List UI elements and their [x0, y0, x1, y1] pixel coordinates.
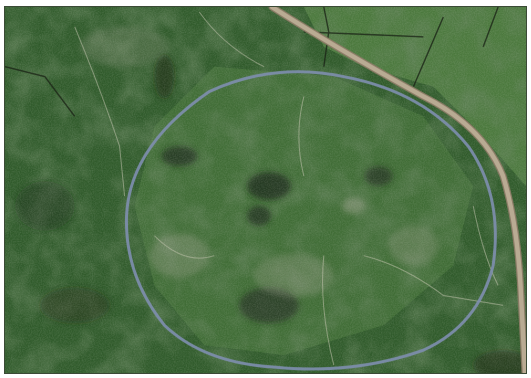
field-walls [5, 7, 499, 117]
satellite-map-frame [4, 6, 527, 374]
footpaths [74, 11, 504, 366]
satellite-map[interactable] [5, 7, 526, 373]
main-road [269, 7, 526, 373]
boundary-ring[interactable] [125, 70, 497, 371]
terrain-speckle [5, 7, 526, 373]
